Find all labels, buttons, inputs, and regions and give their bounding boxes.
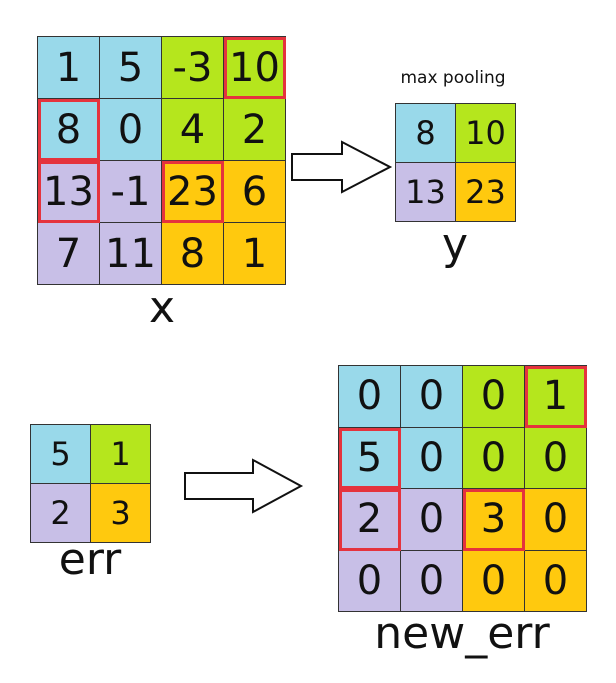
grid-cell: 5 — [339, 427, 401, 489]
grid-cell: 2 — [31, 484, 91, 543]
grid-cell: 0 — [525, 550, 587, 612]
grid-cell: 23 — [162, 161, 224, 223]
new-err-caption: new_err — [374, 608, 550, 659]
grid-cell: 13 — [396, 163, 456, 222]
grid-cell: 0 — [100, 99, 162, 161]
x-caption: x — [148, 282, 176, 333]
grid-cell: 1 — [525, 366, 587, 428]
grid-cell: 3 — [463, 489, 525, 551]
grid-cell: 4 — [162, 99, 224, 161]
grid-cell: 5 — [100, 37, 162, 99]
grid-cell: 11 — [100, 223, 162, 285]
grid-cell: 0 — [525, 489, 587, 551]
grid-cell: 1 — [224, 223, 286, 285]
right-arrow-icon — [184, 458, 304, 514]
right-arrow-icon — [291, 140, 393, 194]
grid-cell: 0 — [463, 550, 525, 612]
grid-cell: 3 — [91, 484, 151, 543]
err-caption: err — [58, 534, 122, 585]
grid-cell: 7 — [38, 223, 100, 285]
grid-cell: 0 — [401, 489, 463, 551]
grid-cell: 1 — [38, 37, 100, 99]
grid-cell: 0 — [401, 427, 463, 489]
grid-cell: 0 — [401, 366, 463, 428]
grid-cell: 2 — [339, 489, 401, 551]
grid-cell: 0 — [463, 427, 525, 489]
grid-cell: 0 — [525, 427, 587, 489]
max-pooling-label: max pooling — [400, 68, 506, 88]
grid-cell: 8 — [38, 99, 100, 161]
grid-cell: 5 — [31, 425, 91, 484]
grid-cell: 13 — [38, 161, 100, 223]
grid-cell: 8 — [396, 104, 456, 163]
grid-cell: 8 — [162, 223, 224, 285]
grid-cell: 10 — [224, 37, 286, 99]
grid-cell: 0 — [401, 550, 463, 612]
grid-cell: 1 — [91, 425, 151, 484]
grid-cell: 23 — [456, 163, 516, 222]
grid-cell: 0 — [339, 550, 401, 612]
grid-cell: -3 — [162, 37, 224, 99]
grid-cell: 2 — [224, 99, 286, 161]
grid-cell: 0 — [463, 366, 525, 428]
grid-cell: 6 — [224, 161, 286, 223]
grid-cell: 0 — [339, 366, 401, 428]
grid-cell: 10 — [456, 104, 516, 163]
y-caption: y — [441, 219, 469, 270]
grid-cell: -1 — [100, 161, 162, 223]
